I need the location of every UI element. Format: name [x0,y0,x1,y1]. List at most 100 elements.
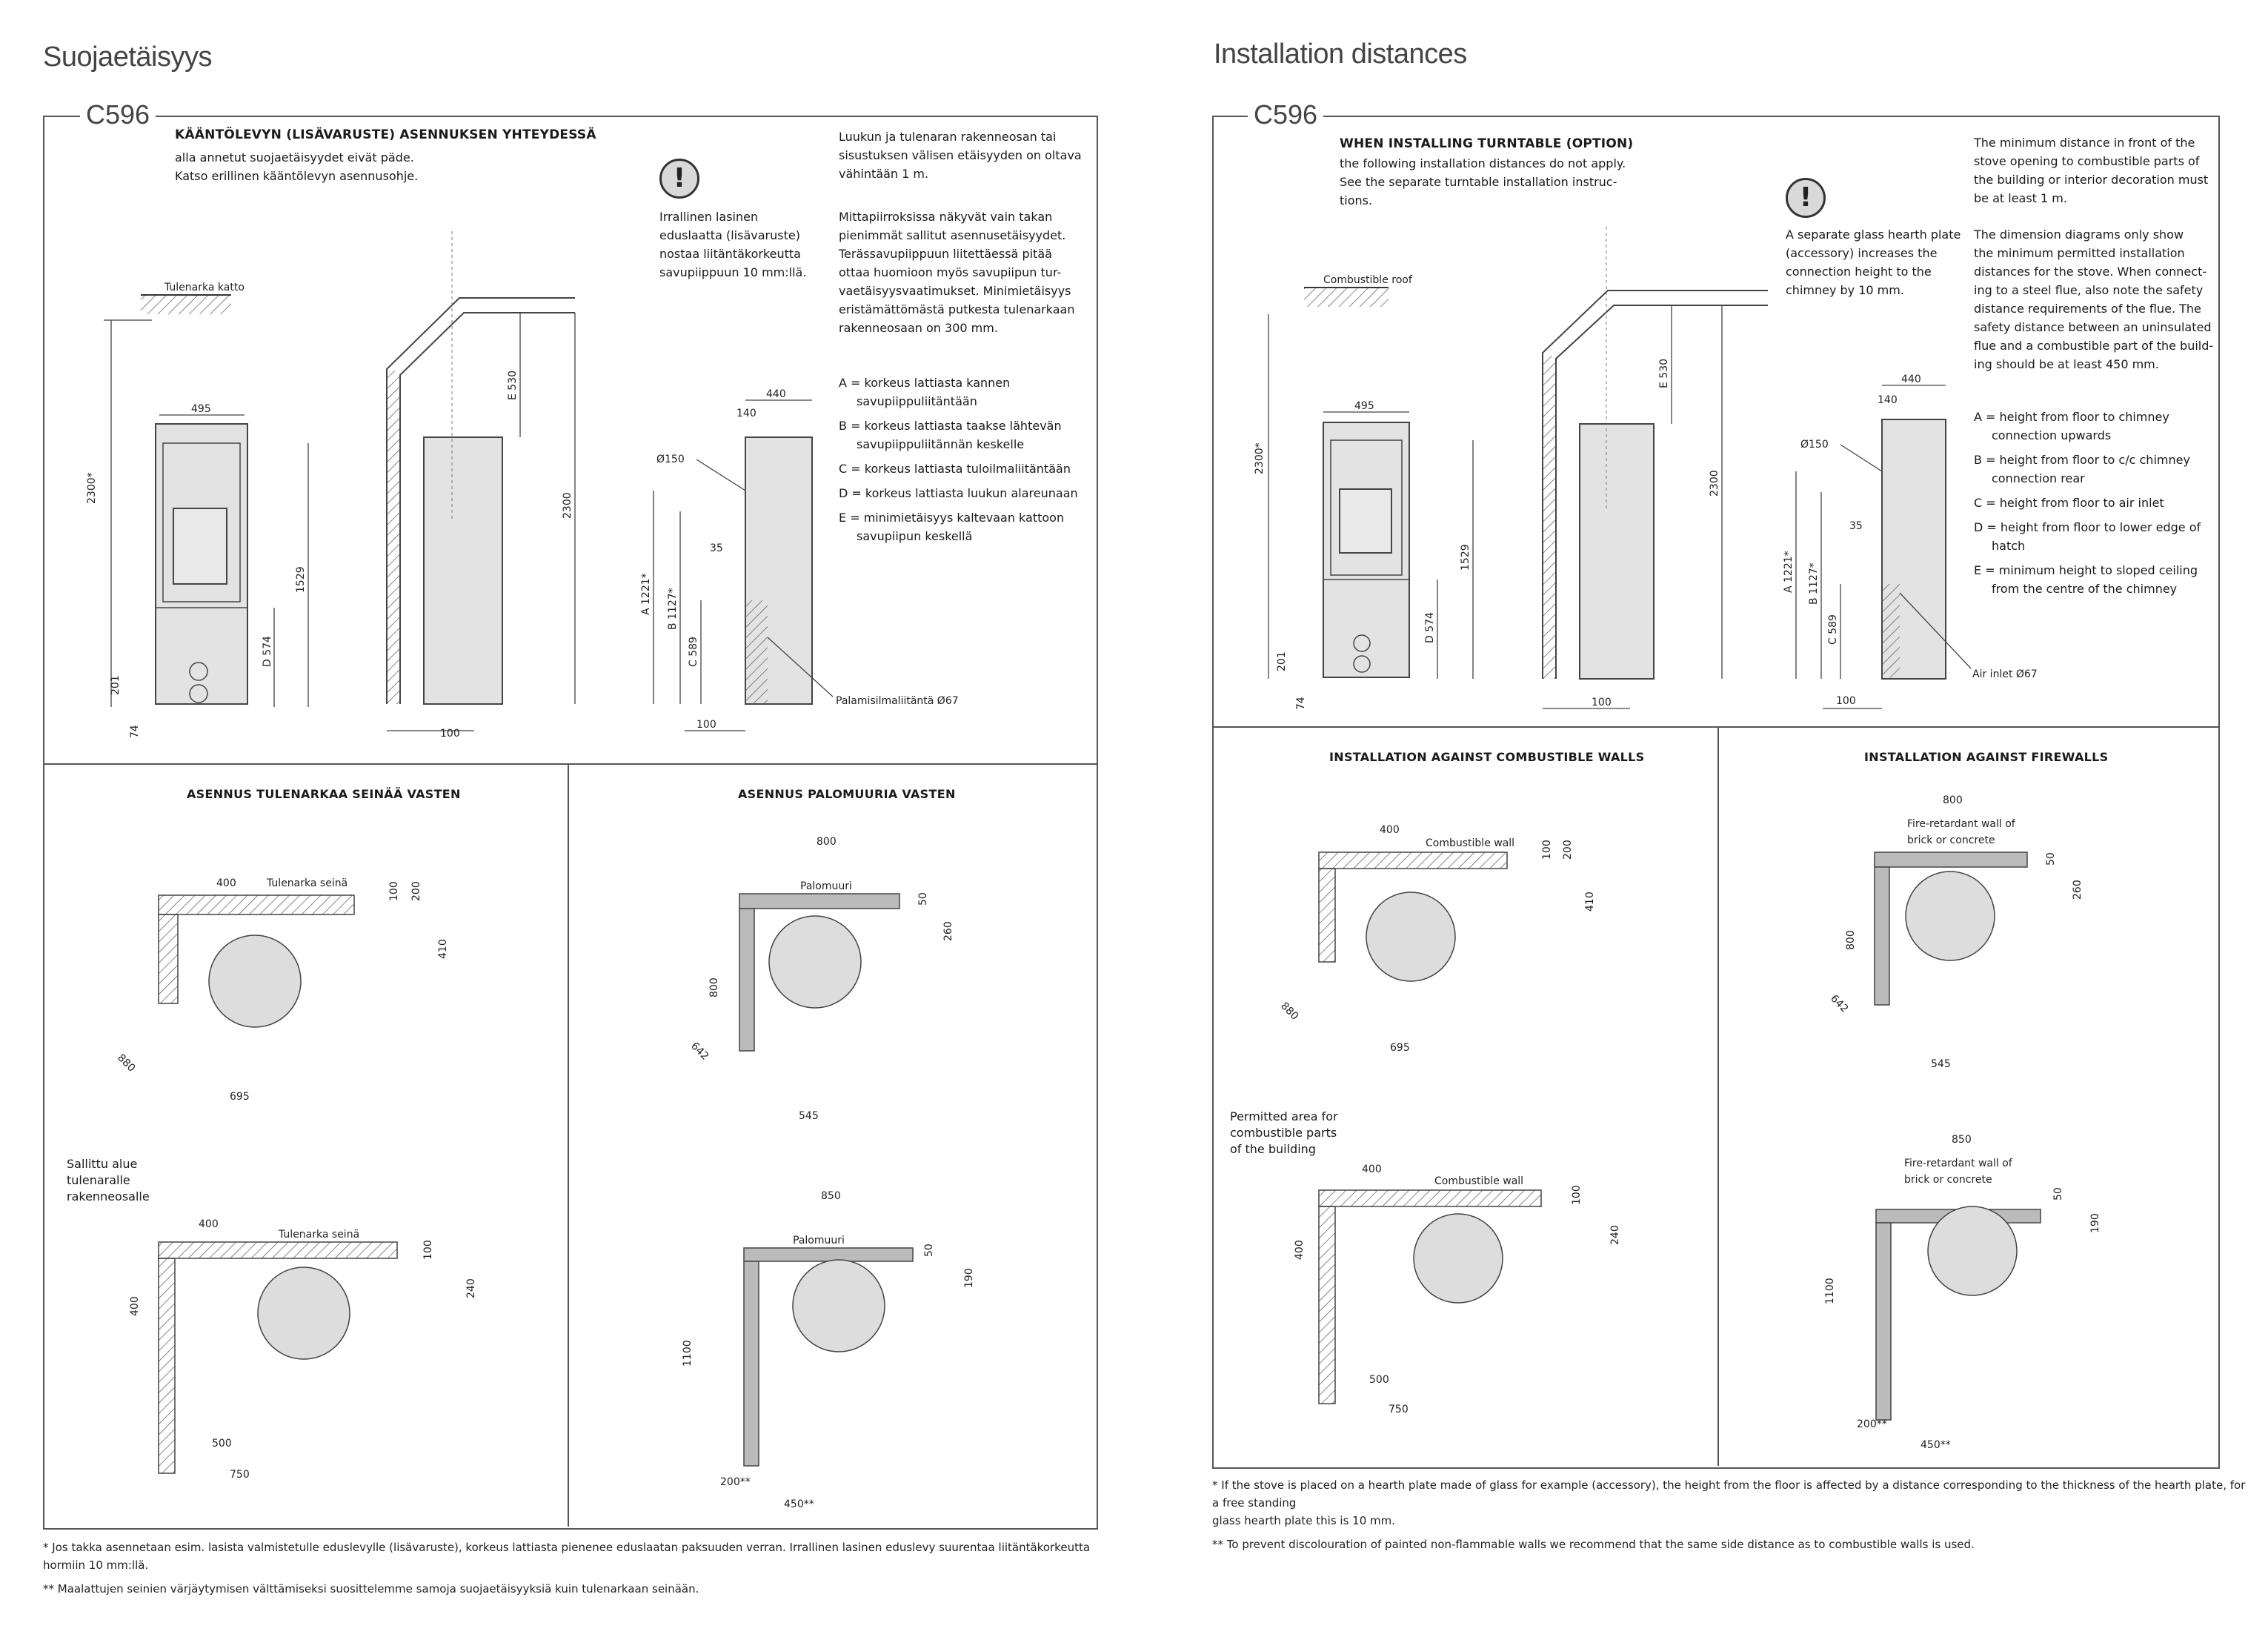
legend-item: B = korkeus lattiasta taakse lähtevän [839,419,1062,433]
side-wall-hatch [387,371,400,704]
para2-en: The dimension diagrams only show the min… [1974,225,2213,374]
dim-cw2-240: 240 [1609,1225,1621,1245]
legend-item-cont: hatch [1992,539,2026,553]
legend-item: A = height from floor to chimney [1974,410,2169,424]
para-line: safety distance between an uninsulated [1974,320,2212,334]
dim-fw2-1100: 1100 [682,1340,694,1367]
dim-fw1-260: 260 [942,921,954,941]
dim-d574: D 574 [262,636,273,667]
wall-hatch [1318,1189,1542,1207]
air-circle [1353,655,1371,673]
dim-495: 495 [191,403,211,415]
warning-icon: ! [659,159,699,199]
dim-cw2-750: 750 [1389,1404,1409,1415]
wall-label: Combustible wall [1434,1175,1523,1187]
para-line: Mittapiirroksissa näkyvät vain takan [839,210,1053,224]
roof-label: Tulenarka katto [164,282,245,293]
dim-cw1-200: 200 [1562,840,1574,860]
intro-line: the following installation distances do … [1340,156,1626,170]
dim-dia150: Ø150 [656,454,685,465]
para-line: vaetäisyysvaatimukset. Minimietäisyys [839,284,1071,298]
warning-line: A separate glass hearth plate [1786,228,1961,242]
footnote: ** Maalattujen seinien värjäytymisen väl… [43,1582,699,1596]
dim-cw2-100: 100 [1571,1185,1583,1205]
dim-cw1-410: 410 [1584,892,1596,912]
firewall-label: brick or concrete [1907,834,1995,846]
para-line: vähintään 1 m. [839,167,929,181]
legend-fi: A = korkeus lattiasta kannen savupiippul… [839,374,1078,545]
para-line: stove opening to combustible parts of [1974,154,2200,168]
para-line: ottaa huomioon myös savupiipun tur- [839,265,1062,279]
dim-fw2-50: 50 [923,1244,935,1257]
legend-item: E = minimum height to sloped ceiling [1974,563,2198,577]
dim-cw1-410: 410 [437,939,449,959]
dim-cw2-750: 750 [230,1469,250,1481]
leader-line [696,459,746,491]
wall-hatch [1318,851,1508,869]
plan-diagrams-en: 400 Combustible wall 100 200 410 880 695… [1278,794,2101,1451]
dim-b1127: B 1127* [1808,562,1820,605]
dim-fw1-800: 800 [817,836,837,848]
dim-fw1-642: 642 [1828,993,1850,1015]
dim-a1221: A 1221* [640,573,652,615]
dim-e530: E 530 [507,371,519,400]
para-line: eristämättömästä putkesta tulenarkaan [839,302,1075,316]
air-inlet-hatch [745,600,768,704]
dim-100-side: 100 [1592,697,1612,708]
legend-en: A = height from floor to chimney connect… [1974,408,2201,598]
para-line: Luukun ja tulenaran rakenneosan tai [839,130,1057,144]
dim-cw2-240: 240 [465,1278,477,1298]
leader-line [1899,592,1972,669]
wall-label: Tulenarka seinä [278,1229,359,1241]
dim-cw1-695: 695 [230,1091,250,1103]
dim-fw1-50: 50 [2045,852,2057,866]
legend-item: D = height from floor to lower edge of [1974,520,2201,534]
firewall-label: Fire-retardant wall of [1907,818,2016,830]
dim-2300-front: 2300* [86,472,98,504]
roof-hatch [1304,288,1389,307]
dim-cw1-695: 695 [1390,1042,1410,1054]
dim-1529: 1529 [1460,544,1471,571]
firewall-label: Fire-retardant wall of [1904,1158,2013,1169]
dim-cw2-500: 500 [1369,1374,1389,1386]
legend-item-cont: savupiippuliitännän keskelle [857,437,1025,451]
stove-plan [768,915,862,1009]
legend-item: C = height from floor to air inlet [1974,496,2164,510]
air-circle [1353,634,1371,652]
firewall [1874,866,1890,1006]
legend-item: E = minimietäisyys kaltevaan kattoon [839,511,1065,525]
intro-en: the following installation distances do … [1340,154,1626,210]
footnote: ** To prevent discolouration of painted … [1212,1538,1975,1551]
right-frame [1212,116,2220,1469]
legend-item: B = height from floor to c/c chimney [1974,453,2190,467]
dim-fw1-545: 545 [1931,1058,1951,1070]
dim-fw1-800v: 800 [1845,930,1857,950]
dim-cw2-400v: 400 [129,1296,141,1316]
dim-74: 74 [129,725,141,738]
left-divider-v [568,763,569,1527]
firewall [739,893,900,909]
stove-plan [1366,892,1456,982]
dim-fw2-450: 450** [784,1498,814,1510]
warning-text-fi: Irrallinen lasinen eduslaatta (lisävarus… [659,208,806,282]
wall-hatch [158,1241,398,1259]
dim-100-side: 100 [440,728,460,740]
dim-e530: E 530 [1658,359,1670,388]
elevation-diagram-fi: Tulenarka katto 495 2300* 1529 D 574 201… [86,231,959,740]
warning-line: nostaa liitäntäkorkeutta [659,247,801,261]
warning-line: savupiippuun 10 mm:llä. [659,265,807,279]
permitted-line: rakenneosalle [67,1189,150,1204]
right-divider-v [1717,726,1719,1466]
para2-fi: Mittapiirroksissa näkyvät vain takan pie… [839,208,1074,337]
air-inlet-label: Air inlet Ø67 [1972,668,2038,680]
dim-35: 35 [710,542,723,554]
stove-window [173,508,227,585]
stove-window [1339,488,1392,554]
dim-fw2-850: 850 [1952,1134,1972,1146]
para-line: the minimum permitted installation [1974,246,2185,260]
intro-line: tions. [1340,193,1373,208]
para-line: Terässavupiippuun liitettäessä pitää [839,247,1052,261]
legend-item-cont: connection upwards [1992,428,2112,442]
air-inlet-hatch [1882,584,1900,679]
footnote: hormiin 10 mm:llä. [43,1558,149,1572]
